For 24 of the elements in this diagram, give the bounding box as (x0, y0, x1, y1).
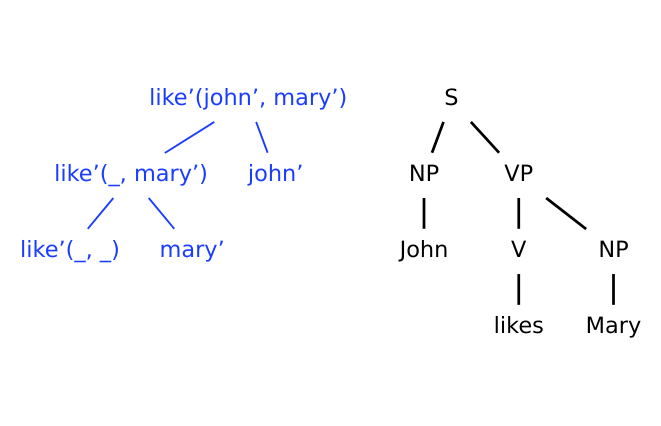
node-text: S (444, 84, 459, 110)
node-text: john’ (248, 160, 304, 186)
node-text: like’(_, mary’) (54, 160, 208, 186)
connector (517, 198, 520, 228)
connector (422, 198, 426, 228)
node-text: V (511, 236, 526, 263)
node-text: NP (598, 236, 629, 263)
connector (612, 274, 615, 304)
node-text: likes (494, 312, 544, 339)
node-text: NP (408, 160, 440, 186)
connector (430, 120, 445, 153)
node-text: mary’ (159, 236, 225, 263)
connector (148, 196, 175, 229)
connector (255, 121, 268, 153)
connector (87, 196, 114, 229)
node-text: Mary (586, 312, 642, 339)
node-text: John (400, 236, 448, 263)
node-text: like’(john’, mary’) (149, 84, 348, 110)
node-text: like’(_, _) (20, 236, 120, 263)
connector (470, 120, 500, 154)
connector (164, 120, 215, 154)
node-text: VP (504, 160, 534, 186)
connector (545, 196, 587, 230)
connector (517, 274, 520, 304)
